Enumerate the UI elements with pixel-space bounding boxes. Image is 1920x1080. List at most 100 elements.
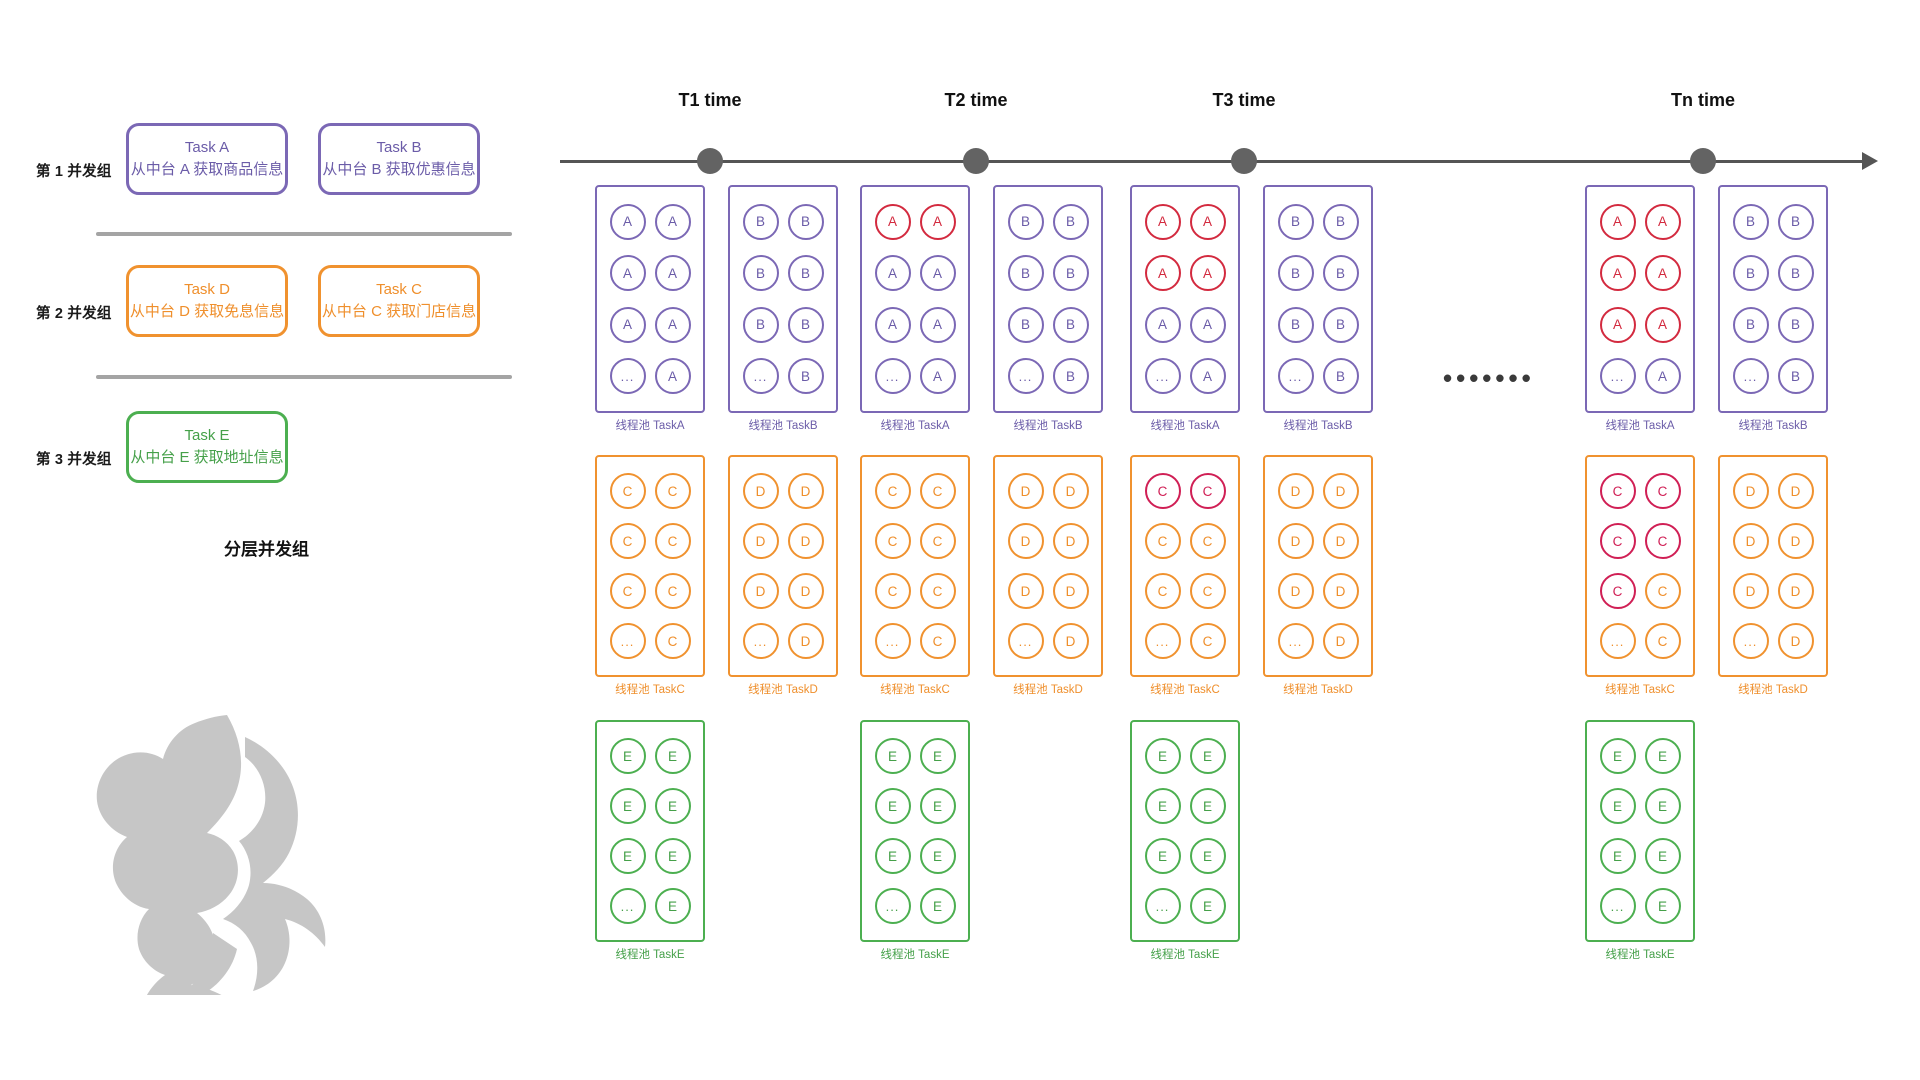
task-box-a[interactable]: Task A 从中台 A 获取商品信息 <box>126 123 288 195</box>
thread-circle: A <box>1189 255 1226 292</box>
thread-circle: E <box>874 838 911 874</box>
thread-slot: A <box>1140 299 1185 351</box>
thread-circle: C <box>1644 573 1681 609</box>
thread-slot: ... <box>1140 351 1185 403</box>
timeline-label-t1: T1 time <box>678 90 742 110</box>
task-box-e[interactable]: Task E 从中台 E 获取地址信息 <box>126 411 288 483</box>
thread-circle: C <box>609 523 646 559</box>
group-divider-1 <box>96 232 512 236</box>
thread-circle: E <box>609 838 646 874</box>
thread-placeholder-icon: ... <box>874 888 911 924</box>
thread-circle: C <box>654 473 691 509</box>
thread-circle: C <box>654 573 691 609</box>
thread-slot: A <box>915 351 960 403</box>
thread-slot: A <box>650 299 695 351</box>
thread-slot: B <box>1773 248 1818 300</box>
thread-slot: B <box>738 196 783 248</box>
thread-circle: A <box>1644 358 1681 395</box>
thread-placeholder-icon: ... <box>874 358 911 395</box>
thread-circle: A <box>1189 306 1226 343</box>
task-e-desc: 从中台 E 获取地址信息 <box>130 449 284 466</box>
thread-slot: ... <box>1273 616 1318 666</box>
task-box-c[interactable]: Task C 从中台 C 获取门店信息 <box>318 265 480 337</box>
thread-circle: E <box>874 738 911 774</box>
thread-circle: A <box>1644 255 1681 292</box>
thread-slot: A <box>650 196 695 248</box>
thread-circle: C <box>919 473 956 509</box>
timeline-tick-dot-t3[interactable] <box>1231 148 1257 174</box>
thread-slot: B <box>783 299 828 351</box>
thread-slot: A <box>870 196 915 248</box>
thread-slot: B <box>783 196 828 248</box>
thread-pool-label: 线程池 TaskE <box>615 949 685 961</box>
thread-slot: C <box>1185 566 1230 616</box>
thread-slot: ... <box>1728 616 1773 666</box>
thread-placeholder-icon: ... <box>742 623 779 659</box>
thread-slot: ... <box>1595 881 1640 931</box>
timeline-tick-dot-t2[interactable] <box>963 148 989 174</box>
thread-slot: C <box>1140 516 1185 566</box>
thread-slot: D <box>1318 616 1363 666</box>
thread-slot: C <box>1640 616 1685 666</box>
task-box-d[interactable]: Task D 从中台 D 获取免息信息 <box>126 265 288 337</box>
thread-placeholder-icon: ... <box>742 358 779 395</box>
task-box-b[interactable]: Task B 从中台 B 获取优惠信息 <box>318 123 480 195</box>
thread-slot: E <box>1140 781 1185 831</box>
thread-circle: C <box>919 623 956 659</box>
thread-slot: B <box>1048 248 1093 300</box>
thread-placeholder-icon: ... <box>1277 358 1314 395</box>
thread-slot: C <box>870 566 915 616</box>
thread-slot: ... <box>1273 351 1318 403</box>
thread-slot: D <box>1773 616 1818 666</box>
thread-circle: E <box>1189 788 1226 824</box>
thread-circle: E <box>1644 888 1681 924</box>
thread-circle: D <box>1277 573 1314 609</box>
thread-circle: A <box>1144 255 1181 292</box>
thread-slot: D <box>1773 466 1818 516</box>
thread-slot: D <box>1728 516 1773 566</box>
group-label-3: 第 3 并发组 <box>36 452 112 468</box>
thread-circle: E <box>1599 838 1636 874</box>
thread-slot: E <box>915 881 960 931</box>
thread-slot: B <box>1773 351 1818 403</box>
thread-slot: C <box>1185 516 1230 566</box>
thread-slot: ... <box>1595 616 1640 666</box>
thread-circle: A <box>1144 203 1181 240</box>
timeline-tick-dot-tn[interactable] <box>1690 148 1716 174</box>
group-label-1: 第 1 并发组 <box>36 164 112 180</box>
thread-slot: ... <box>870 616 915 666</box>
task-d-title: Task D <box>184 281 230 299</box>
thread-slot: D <box>738 566 783 616</box>
thread-circle: D <box>1322 623 1359 659</box>
thread-slot: C <box>1595 466 1640 516</box>
thread-placeholder-icon: ... <box>874 623 911 659</box>
thread-slot: E <box>1595 731 1640 781</box>
timeline-tick-dot-t1[interactable] <box>697 148 723 174</box>
thread-circle: E <box>1144 838 1181 874</box>
thread-circle: C <box>1144 523 1181 559</box>
thread-placeholder-icon: ... <box>1144 623 1181 659</box>
thread-circle: A <box>919 358 956 395</box>
thread-circle: C <box>654 523 691 559</box>
thread-circle: D <box>1777 623 1814 659</box>
